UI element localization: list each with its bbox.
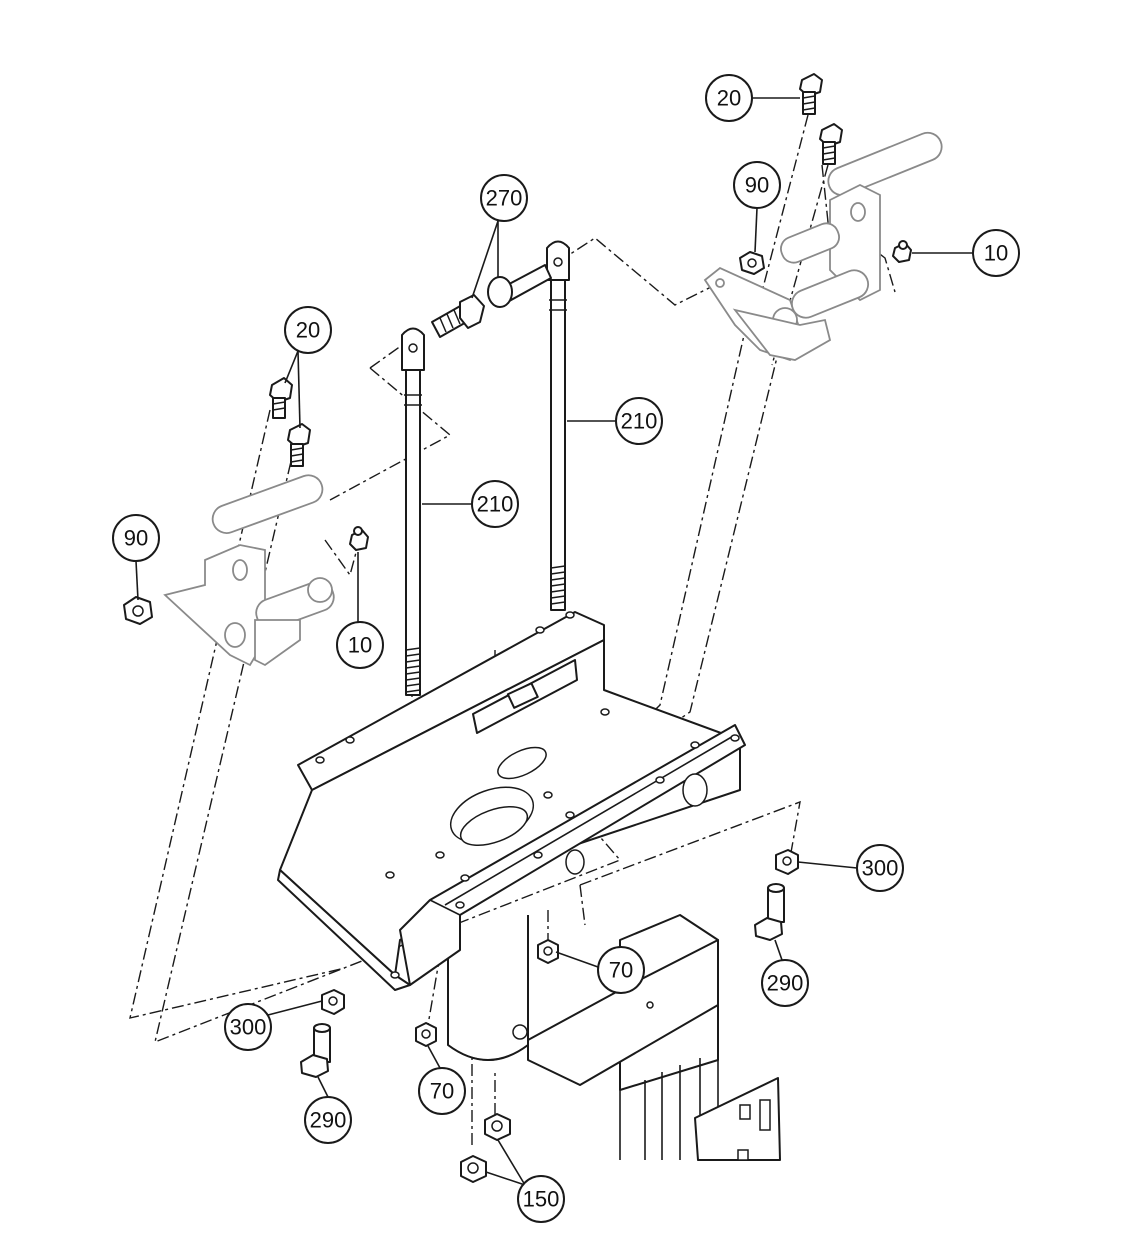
svg-text:210: 210 (621, 409, 658, 434)
svg-text:300: 300 (230, 1015, 267, 1040)
right-grease-fitting-10 (892, 240, 912, 263)
tie-rod-right (546, 240, 570, 611)
callout-150: 150 (517, 1175, 565, 1223)
svg-text:10: 10 (348, 633, 372, 658)
left-lock-nut-300 (321, 989, 345, 1015)
svg-text:300: 300 (862, 856, 899, 881)
svg-text:150: 150 (523, 1187, 560, 1212)
svg-text:20: 20 (717, 86, 741, 111)
callout-210-left: 210 (471, 480, 519, 528)
left-nut-90 (123, 596, 153, 625)
callout-290-left: 290 (304, 1096, 352, 1144)
callout-210-right: 210 (615, 397, 663, 445)
tie-rod-left (401, 327, 425, 696)
svg-text:290: 290 (310, 1108, 347, 1133)
svg-text:70: 70 (609, 958, 633, 983)
svg-text:10: 10 (984, 241, 1008, 266)
svg-text:210: 210 (477, 492, 514, 517)
left-grease-fitting-10 (349, 526, 369, 551)
right-bolts (799, 73, 843, 165)
mounting-plate (277, 611, 746, 991)
svg-text:90: 90 (124, 526, 148, 551)
right-bolt-290 (754, 883, 785, 941)
callout-90-left: 90 (112, 514, 160, 562)
callout-290-right: 290 (761, 959, 809, 1007)
svg-text:270: 270 (486, 186, 523, 211)
right-nut-90 (739, 251, 765, 275)
callout-90-right: 90 (733, 161, 781, 209)
callout-20-top: 20 (705, 74, 753, 122)
left-latch-bracket (163, 474, 335, 667)
left-bolt-290 (300, 1023, 331, 1078)
right-nut-70 (537, 939, 559, 964)
right-latch-bracket (703, 131, 943, 362)
svg-text:20: 20 (296, 318, 320, 343)
support-column (527, 914, 781, 1161)
callout-20-left: 20 (284, 306, 332, 354)
post-tube (447, 915, 529, 1061)
nuts-150 (460, 1113, 511, 1183)
pivot-bolt (431, 264, 552, 338)
svg-text:70: 70 (430, 1079, 454, 1104)
left-bolts (269, 377, 311, 467)
left-nut-70 (415, 1022, 437, 1047)
callout-10-left: 10 (336, 621, 384, 669)
callout-300-left: 300 (224, 1003, 272, 1051)
svg-text:290: 290 (767, 971, 804, 996)
right-lock-nut-300 (775, 849, 799, 875)
callout-10-right: 10 (972, 229, 1020, 277)
callout-300-right: 300 (856, 844, 904, 892)
svg-text:90: 90 (745, 173, 769, 198)
callout-70-right: 70 (597, 946, 645, 994)
callout-leaders (135, 97, 972, 1186)
callout-70-left: 70 (418, 1067, 466, 1115)
callout-270: 270 (480, 174, 528, 222)
